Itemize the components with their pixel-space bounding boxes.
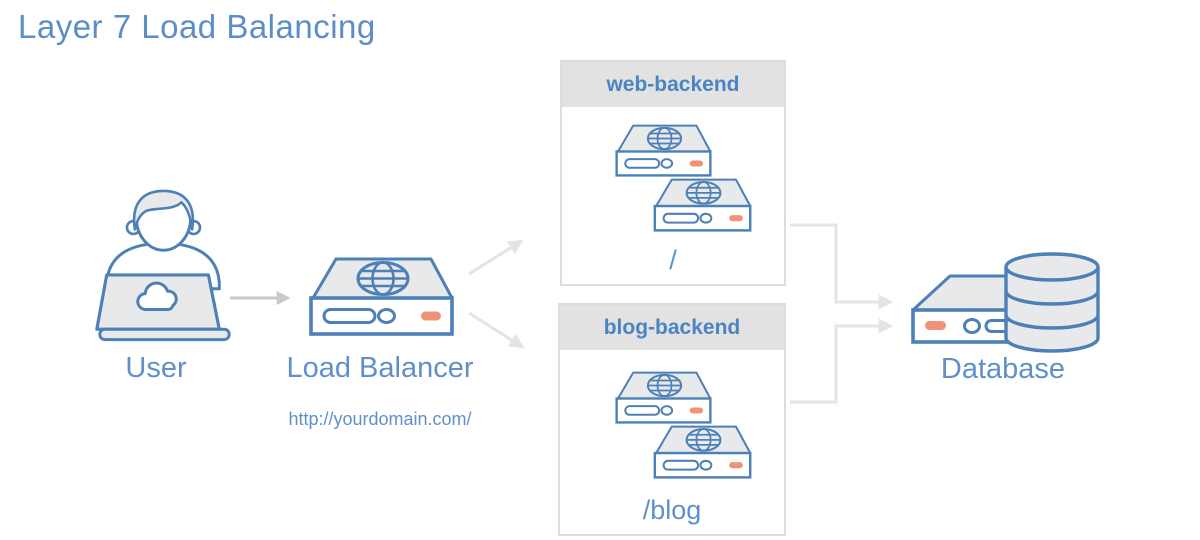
arrow-web-backend-to-database xyxy=(790,223,894,310)
web-backend-route: / xyxy=(669,245,677,275)
arrow-load-balancer-to-blog-backend xyxy=(468,311,525,349)
blog-backend-route: /blog xyxy=(642,495,702,525)
user-at-laptop-icon xyxy=(95,189,231,342)
user-label: User xyxy=(125,352,187,384)
blog-backend-card: blog-backend /blog xyxy=(558,303,786,536)
web-backend-card: web-backend / xyxy=(560,60,786,286)
server-icon xyxy=(653,425,752,479)
load-balancer-label: Load Balancer xyxy=(286,352,474,384)
database-label: Database xyxy=(940,353,1066,385)
laptop-base xyxy=(98,327,231,342)
server-icon xyxy=(615,124,712,177)
server-icon xyxy=(615,371,712,424)
web-backend-title: web-backend xyxy=(562,62,784,107)
blog-backend-title: blog-backend xyxy=(560,305,784,350)
server-icon xyxy=(653,178,752,232)
page-title: Layer 7 Load Balancing xyxy=(18,8,376,45)
cloud-icon xyxy=(136,281,178,311)
server-database-icon xyxy=(911,252,1100,353)
load-balancer-url: http://yourdomain.com/ xyxy=(288,409,472,429)
web-backend-body: / xyxy=(562,107,784,284)
blog-backend-body: /blog xyxy=(560,350,784,534)
server-globe-icon xyxy=(309,257,454,336)
arrow-load-balancer-to-web-backend xyxy=(468,239,524,276)
database-cylinder-icon xyxy=(1004,252,1100,353)
user-hair xyxy=(132,189,195,231)
arrow-blog-backend-to-database xyxy=(790,318,894,404)
